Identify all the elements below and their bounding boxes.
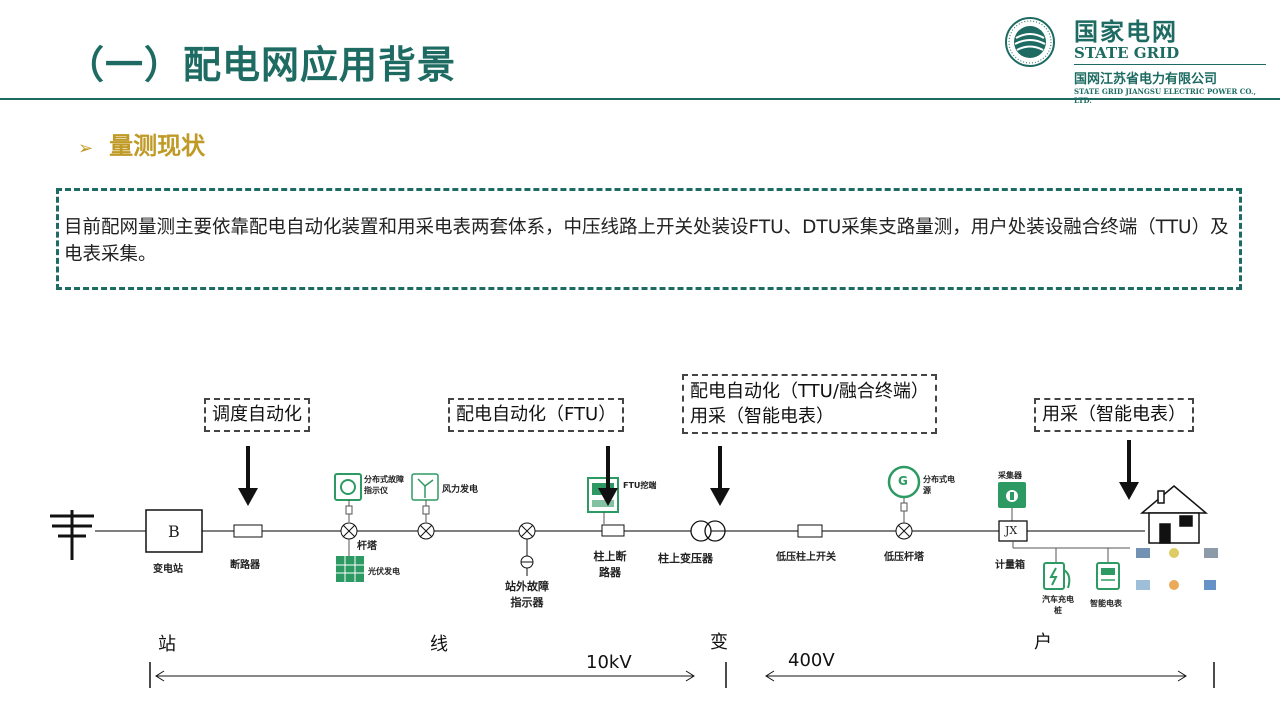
transmission-tower-icon — [50, 510, 94, 560]
collector-label: 采集器 — [998, 471, 1022, 480]
tower-label: 杆塔 — [357, 541, 377, 552]
appliance-icons — [1136, 548, 1218, 590]
generator-icon — [887, 465, 921, 523]
breaker-label: 断路器 — [230, 560, 260, 571]
label-dispatch-automation: 调度自动化 — [204, 398, 310, 432]
label-ttu-line1: 配电自动化（TTU/融合终端） — [690, 381, 929, 402]
meter-branch-lines — [1012, 541, 1130, 562]
section-title: 量测现状 — [109, 132, 206, 160]
label-ttu-line2: 用采（智能电表） — [690, 406, 834, 427]
page-title: （一）配电网应用背景 — [66, 43, 457, 87]
smart-meter-label: 智能电表 — [1090, 599, 1122, 608]
segment-station: 站 — [158, 634, 176, 655]
breaker-symbol — [233, 524, 263, 538]
voltage-10kv: 10kV — [586, 652, 632, 673]
label-ttu-automation: 配电自动化（TTU/融合终端） 用采（智能电表） — [682, 374, 937, 434]
down-arrow-icon — [238, 446, 258, 506]
title-divider — [0, 98, 1280, 100]
voltage-scale — [149, 662, 1215, 688]
logo-name-cn: 国家电网 — [1074, 18, 1178, 46]
ftu-controller-icon — [587, 477, 619, 524]
lv-tower-label: 低压杆塔 — [884, 552, 924, 563]
label-ftu-automation: 配电自动化（FTU） — [448, 398, 625, 432]
logo-company-en: STATE GRID JIANGSU ELECTRIC POWER CO., L… — [1074, 87, 1256, 105]
down-arrow-icon — [1119, 440, 1139, 500]
label-smart-meter: 用采（智能电表） — [1034, 398, 1194, 432]
segment-line: 线 — [430, 634, 448, 655]
arrow-bullet-icon: ➢ — [78, 138, 94, 159]
substation-box-label: B — [168, 522, 180, 541]
segment-transform: 变 — [710, 632, 728, 653]
pole-breaker-label: 柱上断路器 — [593, 550, 627, 579]
voltage-400v: 400V — [788, 650, 835, 671]
substation-label: 变电站 — [153, 564, 183, 575]
company-logo: 国家电网 STATE GRID 国网江苏省电力有限公司 STATE GRID J… — [1000, 6, 1270, 105]
wind-label: 风力发电 — [442, 485, 479, 495]
smart-meter-icon — [1096, 562, 1120, 590]
segment-user: 户 — [1034, 632, 1052, 653]
intro-box — [56, 188, 1242, 290]
generator-symbol-label: G — [898, 474, 908, 488]
tower-symbol — [417, 522, 435, 540]
lv-switch-symbol — [797, 524, 823, 538]
section-heading: ➢ 量测现状 — [78, 126, 205, 161]
ev-charger-label: 汽车充电桩 — [1042, 595, 1074, 615]
down-arrow-icon — [598, 446, 618, 506]
down-arrow-icon — [710, 446, 730, 506]
pole-transformer-label: 柱上变压器 — [658, 552, 713, 565]
meter-box-symbol-label: JX — [1005, 524, 1018, 537]
house-icon — [1139, 485, 1209, 544]
solar-panel-icon — [336, 539, 364, 582]
fault-indicator-label: 分布式故障指示仪 — [364, 475, 404, 495]
intro-text: 目前配网量测主要依靠配电自动化装置和用采电表两套体系，中压线路上开关处装设FTU… — [64, 217, 1229, 265]
outstation-fault-label: 站外故障指示器 — [505, 580, 549, 609]
ev-charger-icon — [1043, 562, 1071, 590]
lv-tower-symbol — [895, 522, 913, 540]
lv-switch-label: 低压柱上开关 — [776, 552, 836, 563]
logo-divider — [1074, 64, 1266, 65]
collector-icon — [998, 482, 1026, 521]
ftu-controller-label: FTU挖端 — [623, 481, 657, 490]
tower-symbol — [518, 522, 536, 540]
transformer-symbol — [690, 520, 726, 542]
state-grid-emblem-icon — [1005, 17, 1055, 67]
outstation-fault-indicator-icon — [520, 539, 534, 576]
tower-symbol — [340, 522, 358, 540]
pv-label: 光伏发电 — [368, 567, 400, 576]
logo-company-cn: 国网江苏省电力有限公司 — [1074, 72, 1218, 87]
meter-box-label: 计量箱 — [995, 560, 1025, 571]
pole-breaker-symbol — [601, 524, 625, 537]
logo-name-en: STATE GRID — [1074, 44, 1180, 62]
wind-turbine-icon — [411, 473, 439, 522]
dist-gen-label: 分布式电源 — [923, 475, 955, 495]
fault-indicator-icon — [334, 473, 362, 522]
substation-box — [145, 509, 203, 553]
